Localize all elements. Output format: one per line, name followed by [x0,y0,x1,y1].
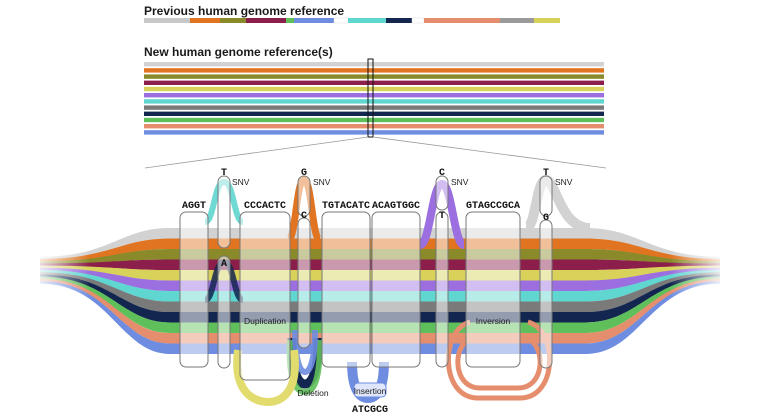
haplotype-line [144,62,604,67]
node-snv1-alt [217,175,231,249]
previous-reference-segment [500,18,534,23]
snv1-ref-base: A [221,259,227,270]
haplotype-line [144,105,604,110]
seq-insertion: ATCGCG [352,405,388,416]
node-cccactc [239,211,291,381]
previous-reference-segment [534,18,560,23]
haplotype-line [144,111,604,116]
fade-left [30,220,90,330]
haplotype-line [144,68,604,73]
snv4-alt-base: T [543,168,549,179]
haplotype-line [144,130,604,135]
seq-acagtggc: ACAGTGGC [372,201,420,212]
duplication-loop [233,349,299,407]
previous-reference-segment [286,18,294,23]
previous-reference-segment [386,18,412,23]
insertion-loop [347,361,389,404]
seq-tgtacatc: TGTACATC [322,201,370,212]
snv2-alt-base: G [301,168,307,179]
node-gtagccgca [465,211,521,368]
snv2-ref-base: C [301,211,307,222]
previous-reference-segment [333,17,349,24]
node-snv4-ref [539,219,553,369]
node-tgtacatc [321,211,371,368]
inversion-loop-inner [455,335,543,391]
previous-reference-segment [424,18,500,23]
snv2-label: SNV [313,177,331,187]
seq-cccactc: CCCACTC [244,201,286,212]
previous-reference-title: Previous human genome reference [144,4,345,18]
haplotype-line [144,93,604,98]
previous-reference-segment [190,18,220,23]
previous-reference-segment [411,17,425,24]
node-snv2-ref [297,217,311,349]
seq-aggt: AGGT [182,201,206,212]
previous-reference-segment [348,18,386,23]
node-snv3-ref [435,211,449,368]
new-reference-title: New human genome reference(s) [144,45,333,59]
snv1-alt-base: T [221,168,227,179]
haplotype-line [144,99,604,104]
fade-right [670,220,730,330]
seq-gtagccgca: GTAGCCGCA [466,201,520,212]
zoom-window [367,58,374,138]
snv3-label: SNV [451,177,469,187]
sequence-nodes [179,175,553,381]
node-snv2-alt [297,175,311,217]
previous-reference-segment [144,18,190,23]
snv3-ref-base: T [439,211,445,222]
previous-reference-segment [246,18,286,23]
duplication-label: Duplication [244,316,286,326]
haplotype-stack [144,62,604,135]
snv4-label: SNV [555,177,573,187]
haplotype-line [144,124,604,129]
deletion-label: Deletion [297,388,328,398]
snv3-alt-base: C [439,168,445,179]
zoom-line-left [144,136,369,169]
previous-reference-bar [144,17,560,24]
node-snv1-ref [217,255,231,369]
haplotype-line [144,86,604,92]
haplotype-line [144,117,604,123]
haplotype-line [144,80,604,85]
inversion-label: Inversion [476,316,511,326]
haplotype-line [144,74,604,79]
snv1-label: SNV [232,177,250,187]
deletion-loop-green [286,339,323,396]
node-snv3-alt [435,175,449,211]
node-acagtggc [371,211,421,368]
insertion-label: Insertion [354,386,387,396]
node-snv4-alt [539,175,553,217]
previous-reference-segment [220,18,246,23]
snv4-bubble-path [523,174,591,233]
node-insertion [353,382,387,398]
labels: AGGT CCCACTC TGTACATC ACAGTGGC GTAGCCGCA… [182,168,573,416]
node-aggt [179,211,209,368]
zoom-line-right [372,136,607,169]
snv4-ref-base: G [543,213,549,224]
previous-reference-segment [294,18,334,23]
